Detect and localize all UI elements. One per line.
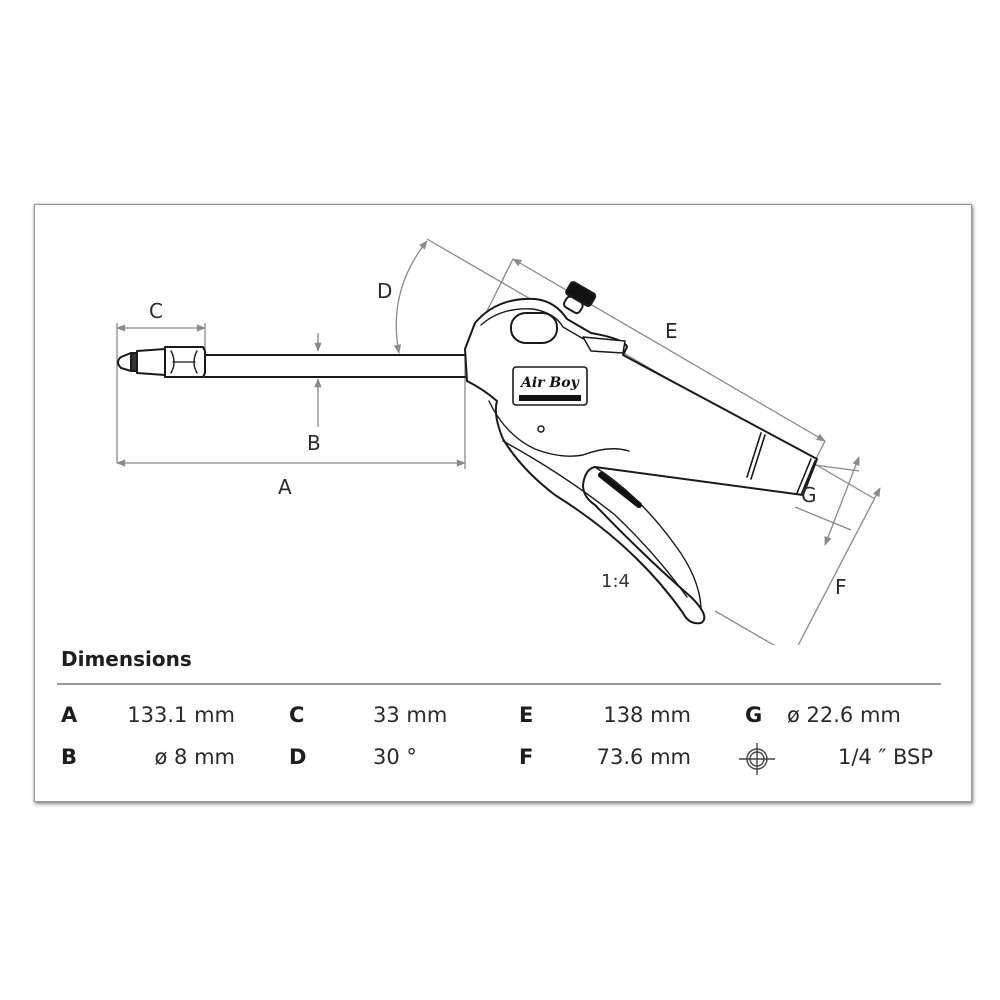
blow-gun-drawing: Air Boy — [116, 238, 881, 645]
dim-value-thread: 1/4 ″ BSP — [837, 745, 933, 769]
dim-key-d: D — [289, 745, 307, 769]
thread-icon — [739, 743, 775, 775]
brand-label: Air Boy — [519, 375, 580, 391]
dim-label-a: A — [278, 475, 292, 499]
dim-label-e: E — [665, 319, 678, 343]
dim-key-c: C — [289, 703, 305, 727]
dim-value-a: 133.1 mm — [127, 703, 235, 727]
dim-value-b: ø 8 mm — [154, 745, 235, 769]
dim-label-d: D — [377, 279, 393, 303]
dimensions-divider — [57, 683, 941, 685]
dim-key-a: A — [61, 703, 78, 727]
dimension-card: Air Boy C D B A E G F 1:4 Dimensions A 1… — [34, 204, 972, 802]
dim-value-f: 73.6 mm — [596, 745, 691, 769]
dim-key-b: B — [61, 745, 78, 769]
dim-label-g: G — [801, 483, 817, 507]
dim-value-c: 33 mm — [373, 703, 448, 727]
dim-value-d: 30 ° — [373, 745, 417, 769]
dim-key-g: G — [745, 703, 763, 727]
dim-value-e: 138 mm — [603, 703, 691, 727]
dim-value-g: ø 22.6 mm — [787, 703, 901, 727]
dim-label-c: C — [149, 299, 163, 323]
dimensions-heading: Dimensions — [61, 647, 192, 671]
dim-key-e: E — [519, 703, 534, 727]
dim-key-f: F — [519, 745, 534, 769]
scale-label: 1:4 — [601, 571, 630, 592]
dim-label-b: B — [307, 431, 321, 455]
dim-label-f: F — [835, 575, 847, 599]
